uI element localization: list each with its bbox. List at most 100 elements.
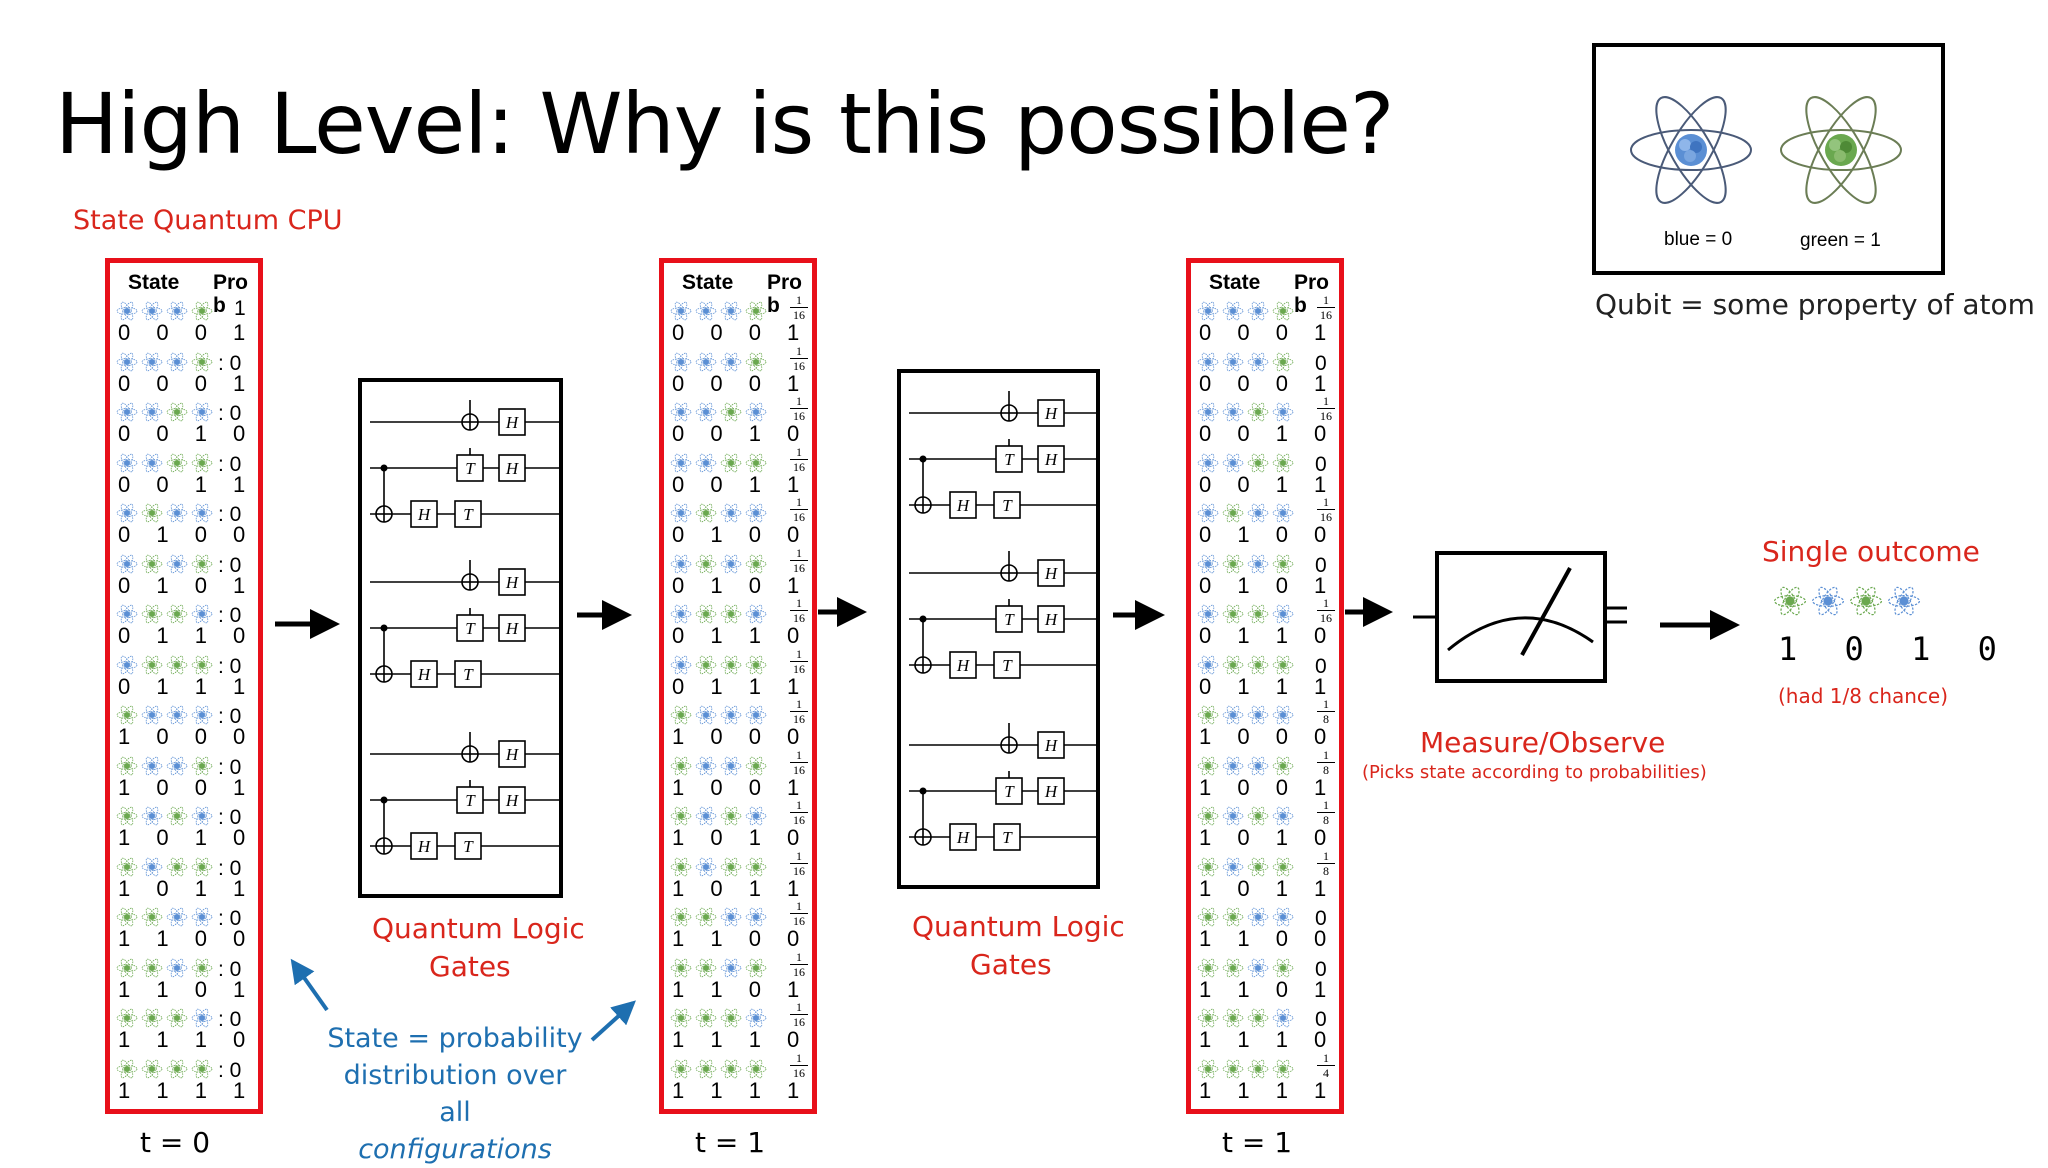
state-bits: 0 0 1 1 xyxy=(1199,471,1337,497)
hadamard-gate xyxy=(498,408,526,436)
state-bits: 0 0 0 1 xyxy=(118,320,256,345)
t-gate xyxy=(993,491,1021,519)
green-atom-icon xyxy=(141,604,163,624)
state-atoms xyxy=(1197,705,1297,725)
green-atom-icon xyxy=(1272,453,1294,473)
t-gate xyxy=(995,445,1023,473)
blue-atom-icon xyxy=(116,402,138,422)
blue-atom-icon xyxy=(1197,301,1219,321)
state-atoms xyxy=(1197,857,1297,877)
green-atom-icon xyxy=(141,1008,163,1028)
blue-atom-icon xyxy=(670,402,692,422)
blue-atom-icon xyxy=(695,756,717,776)
hadamard-gate-label: H xyxy=(1044,610,1059,629)
green-atom-icon xyxy=(1247,1008,1269,1028)
green-atom-icon xyxy=(695,907,717,927)
blue-atom-icon xyxy=(695,352,717,372)
green-atom-icon xyxy=(745,1059,767,1079)
meter-icon xyxy=(1413,551,1627,683)
state-atoms xyxy=(670,756,770,776)
blue-atom-icon xyxy=(1272,1008,1294,1028)
measure-label: Measure/Observe xyxy=(1420,726,1666,759)
state-atoms xyxy=(116,705,216,725)
t-gate-label: T xyxy=(1004,610,1015,629)
green-atom-icon xyxy=(1247,655,1269,675)
state-atoms xyxy=(116,554,216,574)
blue-atom-icon xyxy=(720,503,742,523)
blue-atom-icon xyxy=(1887,585,1921,619)
blue-atom-icon xyxy=(695,453,717,473)
hadamard-gate xyxy=(1037,731,1065,759)
blue-atom-icon xyxy=(1247,301,1269,321)
green-atom-icon xyxy=(166,655,188,675)
state-atoms xyxy=(670,503,770,523)
hadamard-gate-label: H xyxy=(1044,450,1059,469)
hadamard-gate xyxy=(498,614,526,642)
blue-atom-icon xyxy=(1222,806,1244,826)
measure-sublabel: (Picks state according to probabilities) xyxy=(1362,762,1707,783)
green-atom-icon xyxy=(116,1059,138,1079)
green-atom-icon xyxy=(695,503,717,523)
blue-arrow-right xyxy=(590,1000,636,1042)
state-atoms xyxy=(116,453,216,473)
state-bits: 0 1 1 1 xyxy=(672,673,810,699)
state-bits: 1 1 1 0 xyxy=(118,1027,256,1052)
blue-atom-icon xyxy=(1272,402,1294,422)
blue-legend-label: blue = 0 xyxy=(1664,229,1733,250)
green-atom-icon xyxy=(116,1008,138,1028)
blue-atom-icon xyxy=(720,301,742,321)
state-bits: 1 0 1 1 xyxy=(1199,875,1337,901)
green-atom-icon xyxy=(670,1008,692,1028)
blue-atom-icon xyxy=(745,503,767,523)
state-bits: 1 1 0 1 xyxy=(118,976,256,1002)
green-atom-icon xyxy=(720,806,742,826)
state-probability: : 0 xyxy=(218,553,242,577)
blue-atom-icon xyxy=(141,857,163,877)
prob-column-header-cont: b xyxy=(1294,294,1307,317)
hadamard-gate xyxy=(949,823,977,851)
state-atoms xyxy=(1197,1008,1297,1028)
green-atom-icon xyxy=(1247,857,1269,877)
state-bits: 0 1 0 0 xyxy=(672,522,810,547)
blue-atom-icon xyxy=(1197,352,1219,372)
green-atom-icon xyxy=(1247,604,1269,624)
state-bits: 1 1 0 1 xyxy=(672,976,810,1002)
blue-atom-icon xyxy=(1630,96,1752,204)
green-atom-icon xyxy=(166,1059,188,1079)
blue-atom-icon xyxy=(141,352,163,372)
t-gate-label: T xyxy=(1002,656,1013,675)
blue-atom-icon xyxy=(1222,857,1244,877)
state-probability: 0 xyxy=(1315,351,1327,375)
green-atom-icon xyxy=(1247,402,1269,422)
green-atom-icon xyxy=(141,958,163,978)
state-bits: 0 1 0 1 xyxy=(672,572,810,598)
state-atoms xyxy=(116,1008,216,1028)
state-bits: 0 1 1 0 xyxy=(118,623,256,648)
green-atom-icon xyxy=(1197,806,1219,826)
hadamard-gate-label: H xyxy=(956,828,971,847)
green-atom-icon xyxy=(116,705,138,725)
state-atoms xyxy=(670,402,770,422)
green-atom-icon xyxy=(116,756,138,776)
hadamard-gate-label: H xyxy=(1044,736,1059,755)
blue-atom-icon xyxy=(116,503,138,523)
green-atom-icon xyxy=(166,402,188,422)
state-atoms xyxy=(670,301,770,321)
green-atom-icon xyxy=(745,655,767,675)
blue-atom-icon xyxy=(745,402,767,422)
state-bits: 0 0 0 1 xyxy=(672,320,810,345)
state-atoms xyxy=(116,756,216,776)
blue-atom-icon xyxy=(720,352,742,372)
green-atom-icon xyxy=(116,958,138,978)
state-note-line2: distribution over all xyxy=(343,1060,567,1128)
state-atoms xyxy=(116,655,216,675)
blue-atom-icon xyxy=(191,907,213,927)
green-atom-icon xyxy=(191,554,213,574)
hadamard-gate-label: H xyxy=(1044,564,1059,583)
state-atoms xyxy=(1197,554,1297,574)
